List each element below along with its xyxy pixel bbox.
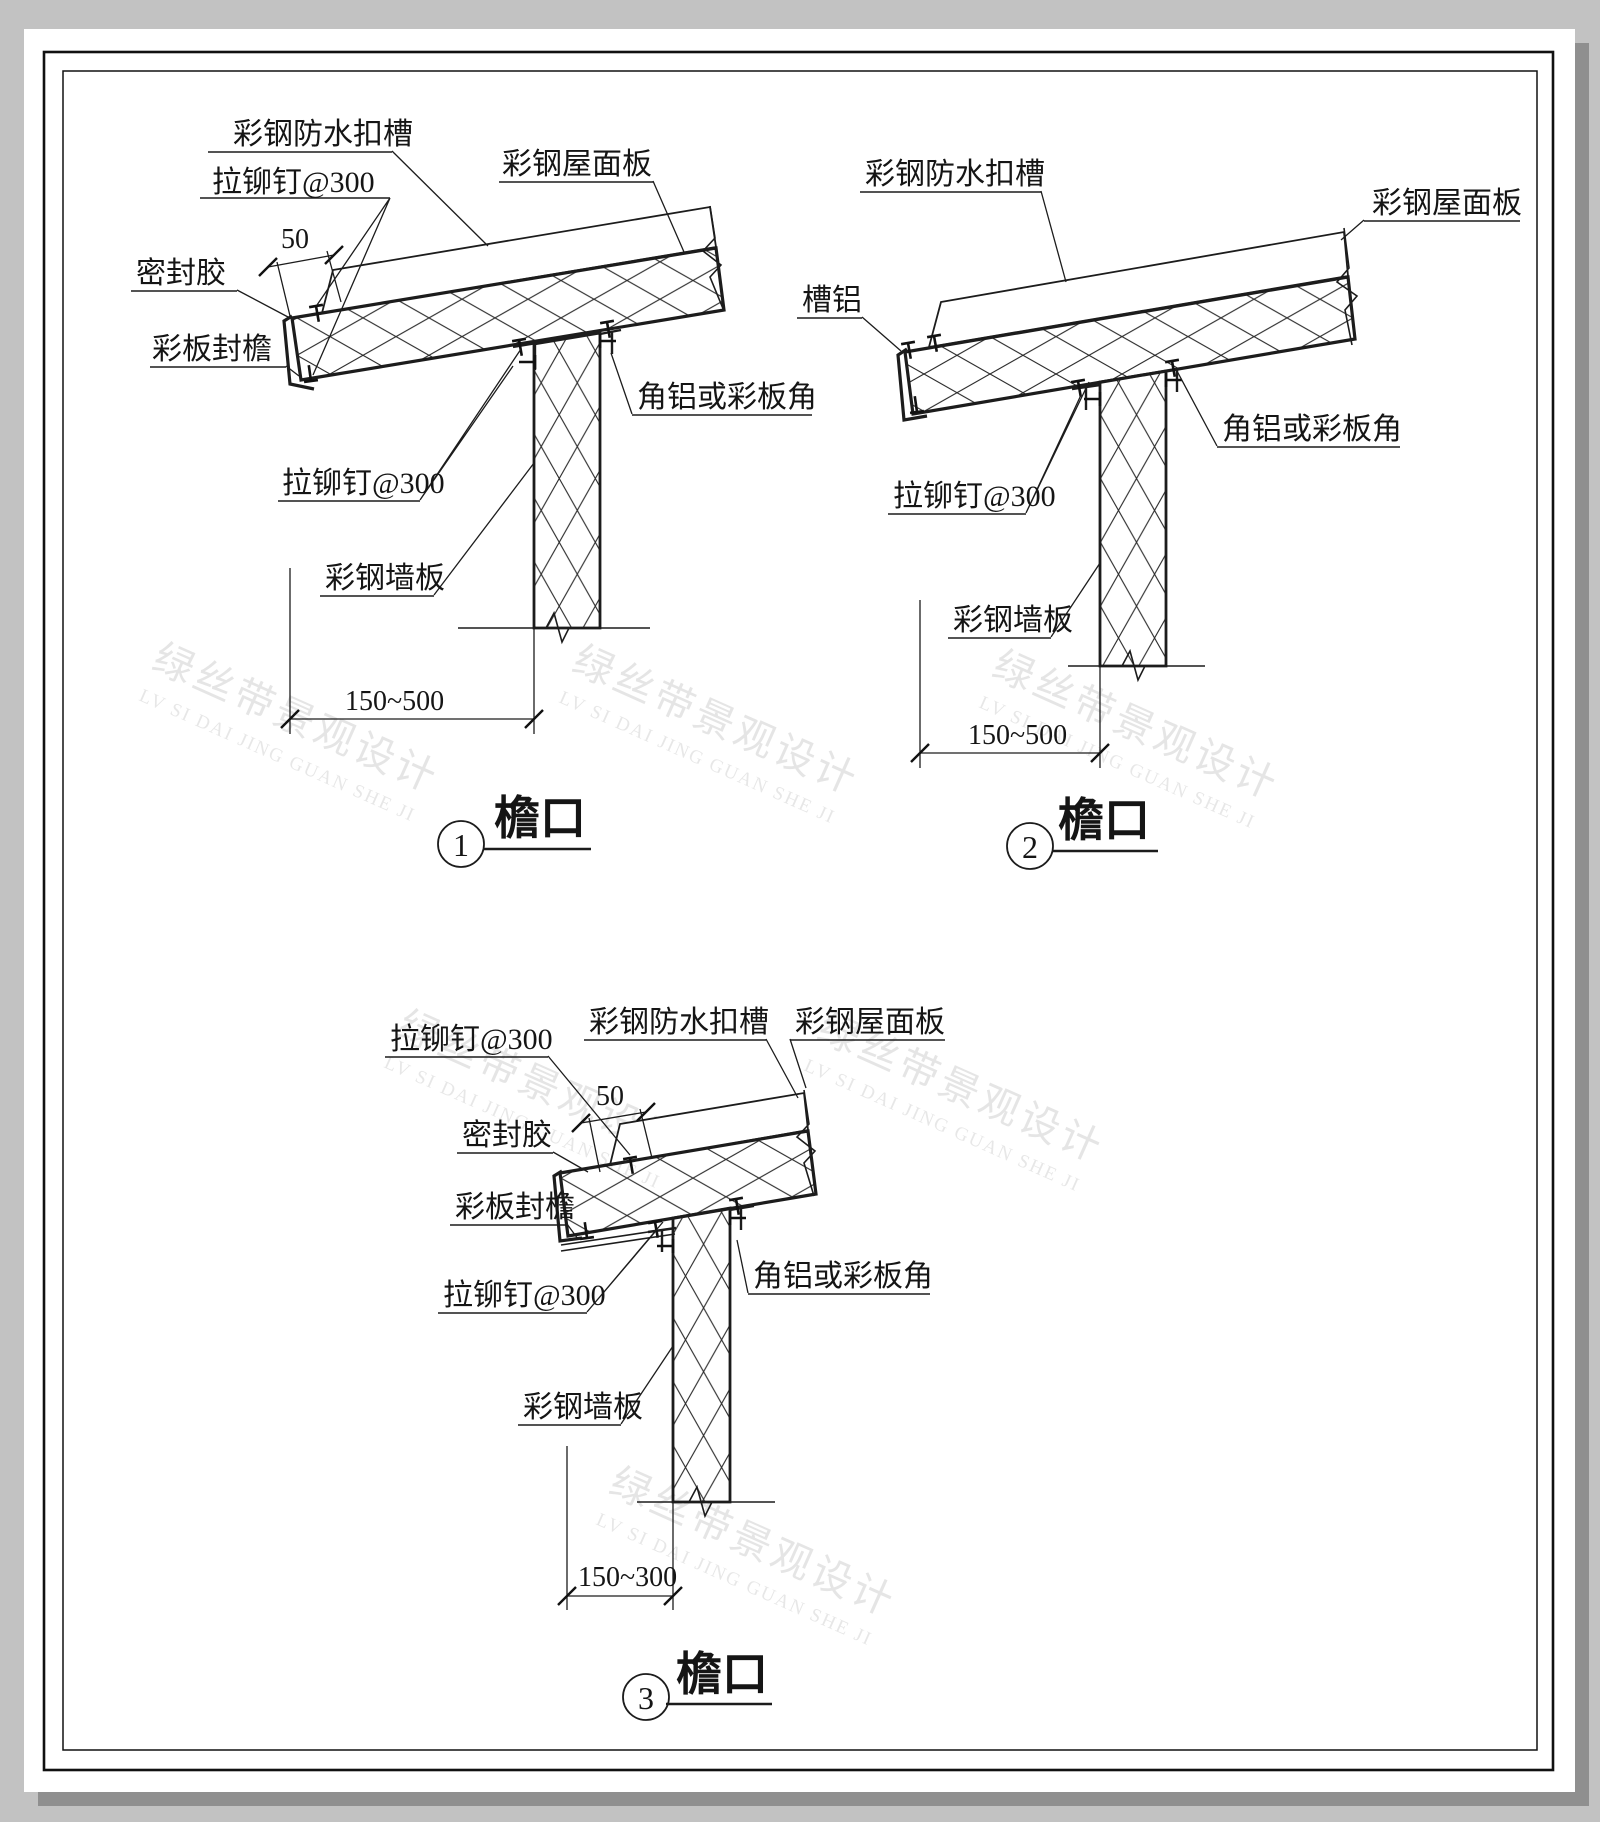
label-underlines (385, 1039, 945, 1426)
label-lamao: 拉铆钉@300 (893, 480, 1056, 513)
label-fengyan: 彩板封檐 (152, 333, 272, 366)
label-wumianban: 彩钢屋面板 (1372, 187, 1522, 220)
leader-lines (236, 150, 685, 596)
detail-2: 150~500 彩钢防水扣槽 槽铝 彩钢屋面板 角铝或彩板角 拉铆钉@300 彩… (797, 158, 1522, 870)
label-wumianban: 彩钢屋面板 (502, 148, 652, 181)
detail-1-title: 1 檐口 (437, 793, 591, 868)
label-underlines (131, 151, 812, 597)
label-mifengjiao: 密封胶 (462, 1119, 552, 1152)
wall-panel (1098, 369, 1168, 668)
dim-span-text: 150~500 (345, 686, 444, 717)
dim-50-text: 50 (281, 224, 309, 255)
label-lamao-top: 拉铆钉@300 (390, 1023, 553, 1056)
detail-1: 50 150~500 彩钢防水扣槽 拉铆钉@300 密封胶 彩板封檐 彩钢屋面板… (131, 118, 817, 868)
detail-3-title: 3 檐口 (622, 1649, 772, 1721)
wall-panel (671, 1206, 732, 1504)
ground-break-line (1068, 648, 1205, 683)
detail-number: 1 (453, 827, 469, 863)
label-koucao: 彩钢防水扣槽 (865, 158, 1045, 191)
leader-lines (547, 1038, 807, 1425)
eave-end-cap (552, 1169, 583, 1243)
dim-span: 150~500 (909, 600, 1111, 768)
label-qiangban: 彩钢墙板 (523, 1391, 643, 1424)
detail-number: 3 (638, 1680, 654, 1716)
detail-2-title: 2 檐口 (1006, 795, 1158, 870)
label-lamao-bottom: 拉铆钉@300 (443, 1279, 606, 1312)
label-jiaolv: 角铝或彩板角 (1222, 413, 1402, 446)
label-jiaolv: 角铝或彩板角 (637, 381, 817, 414)
ground-break-line (458, 610, 650, 645)
roof-panel (903, 275, 1357, 416)
channel-aluminum-cap (896, 347, 928, 422)
label-qiangban: 彩钢墙板 (953, 604, 1073, 637)
panel-end-break (701, 205, 725, 312)
dim-50-text: 50 (596, 1081, 624, 1112)
label-lamao-top: 拉铆钉@300 (212, 166, 375, 199)
label-koucao: 彩钢防水扣槽 (233, 118, 413, 151)
label-wumianban: 彩钢屋面板 (795, 1006, 945, 1039)
detail-title: 檐口 (1058, 795, 1150, 846)
angle-clips (300, 303, 622, 384)
eave-end-cap (282, 314, 315, 391)
dim-50: 50 (257, 224, 345, 317)
detail-title: 檐口 (676, 1649, 768, 1700)
label-underlines (797, 191, 1520, 639)
wall-panel (532, 331, 602, 630)
detail-title: 檐口 (494, 793, 586, 844)
detail-number-circle (622, 1673, 670, 1721)
panel-end-break (795, 1089, 817, 1197)
detail-3: 50 150~300 拉铆钉@300 彩钢防水扣槽 彩钢屋面板 密封胶 彩板封檐… (385, 1006, 945, 1721)
label-fengyan: 彩板封檐 (455, 1191, 575, 1224)
dim-span: 150~500 (279, 568, 545, 734)
label-lamao-bottom: 拉铆钉@300 (282, 467, 445, 500)
dim-span-text: 150~500 (968, 720, 1067, 751)
sheet-border-inner (62, 70, 1538, 1751)
ground-break-line (637, 1484, 775, 1519)
sheet-border-outer (42, 50, 1555, 1772)
label-caolv: 槽铝 (802, 284, 862, 317)
label-mifengjiao: 密封胶 (136, 257, 226, 290)
label-jiaolv: 角铝或彩板角 (753, 1260, 933, 1293)
angle-clips (576, 1155, 755, 1255)
detail-number-circle (437, 820, 485, 868)
dim-span: 150~300 (556, 1446, 684, 1610)
detail-number-circle (1006, 822, 1054, 870)
detail-number: 2 (1022, 829, 1038, 865)
leader-lines (861, 190, 1365, 638)
roof-panel (558, 1129, 818, 1238)
panel-end-break (1335, 227, 1359, 346)
dim-span-text: 150~300 (578, 1562, 677, 1593)
label-koucao: 彩钢防水扣槽 (589, 1006, 769, 1039)
dim-50: 50 (570, 1081, 657, 1173)
label-qiangban: 彩钢墙板 (325, 562, 445, 595)
